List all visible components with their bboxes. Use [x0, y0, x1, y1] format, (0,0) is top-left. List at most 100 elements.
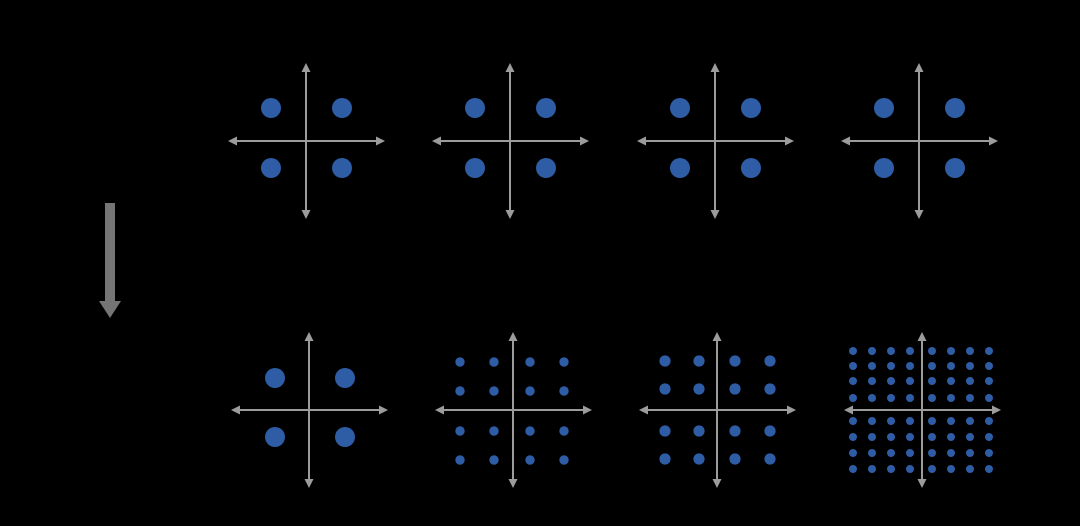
constellation-dot [693, 453, 705, 465]
axis-arrowhead-icon [712, 332, 722, 341]
constellation-dot [764, 355, 776, 367]
constellation-dot [947, 347, 955, 355]
constellation-dot [659, 383, 671, 395]
constellation-dot [849, 362, 857, 370]
constellation-dot [906, 377, 914, 385]
constellation-dot [536, 98, 556, 118]
constellation-dot [966, 465, 974, 473]
axis-arrowhead-icon [914, 63, 924, 72]
axis-arrowhead-icon [432, 136, 441, 146]
constellation-dot [659, 425, 671, 437]
constellation-dot [947, 465, 955, 473]
axis-arrowhead-icon [435, 405, 444, 415]
constellation-dot [741, 158, 761, 178]
axis-arrowhead-icon [639, 405, 648, 415]
constellation-dot [489, 357, 499, 367]
constellation-dot [525, 357, 535, 367]
constellation-dot [455, 357, 465, 367]
constellation-dot [887, 362, 895, 370]
constellation-panel-4pt [432, 63, 589, 219]
constellation-dot [849, 465, 857, 473]
axis-arrowhead-icon [637, 136, 646, 146]
constellation-dot [670, 158, 690, 178]
constellation-dot [335, 427, 355, 447]
axis-arrowhead-icon [844, 405, 853, 415]
constellation-dot [947, 433, 955, 441]
axis-arrowhead-icon [301, 63, 311, 72]
constellation-dot [887, 449, 895, 457]
constellation-dot [261, 158, 281, 178]
arrow-down-icon [99, 203, 121, 318]
constellation-dot [261, 98, 281, 118]
axis-arrowhead-icon [376, 136, 385, 146]
constellation-dot [906, 394, 914, 402]
constellation-dot [764, 453, 776, 465]
constellation-dot [928, 465, 936, 473]
constellation-dot [928, 377, 936, 385]
constellation-dot [868, 362, 876, 370]
constellation-dot [966, 347, 974, 355]
constellation-panel-4pt [231, 332, 388, 488]
constellation-dot [947, 449, 955, 457]
constellation-dot [868, 394, 876, 402]
axis-arrowhead-icon [917, 479, 927, 488]
constellation-dot [849, 433, 857, 441]
axis-arrowhead-icon [301, 210, 311, 219]
axis-arrowhead-icon [228, 136, 237, 146]
constellation-dot [659, 355, 671, 367]
constellation-dot [906, 417, 914, 425]
constellation-dot [559, 386, 569, 396]
constellation-dot [489, 426, 499, 436]
constellation-dot [947, 377, 955, 385]
constellation-dot [906, 362, 914, 370]
constellation-dot [945, 158, 965, 178]
constellation-panel-4pt [637, 63, 794, 219]
constellation-dot [489, 455, 499, 465]
constellation-dot [966, 433, 974, 441]
axis-arrowhead-icon [841, 136, 850, 146]
constellation-dot [741, 98, 761, 118]
constellation-dot [928, 417, 936, 425]
constellation-dot [928, 347, 936, 355]
axis-arrowhead-icon [580, 136, 589, 146]
constellation-dot [947, 362, 955, 370]
axis-arrowhead-icon [508, 332, 518, 341]
constellation-dot [729, 355, 741, 367]
constellation-dot [455, 386, 465, 396]
constellation-dot [849, 347, 857, 355]
axis-arrowhead-icon [583, 405, 592, 415]
axis-arrowhead-icon [505, 63, 515, 72]
constellation-dot [928, 433, 936, 441]
constellation-dot [985, 394, 993, 402]
constellation-dot [849, 377, 857, 385]
constellation-dot [849, 394, 857, 402]
constellation-dot [525, 455, 535, 465]
axis-arrowhead-icon [508, 479, 518, 488]
constellation-dot [559, 426, 569, 436]
axis-arrowhead-icon [304, 479, 314, 488]
constellation-dot [887, 394, 895, 402]
constellation-dot [887, 347, 895, 355]
constellation-dot [906, 347, 914, 355]
constellation-dot [928, 394, 936, 402]
constellation-dot [489, 386, 499, 396]
constellation-dot [874, 158, 894, 178]
axis-arrowhead-icon [992, 405, 1001, 415]
constellation-dot [887, 433, 895, 441]
constellation-dot [868, 465, 876, 473]
constellation-dot [985, 417, 993, 425]
axis-arrowhead-icon [785, 136, 794, 146]
constellation-dot [966, 377, 974, 385]
axis-arrowhead-icon [917, 332, 927, 341]
constellation-dot [693, 425, 705, 437]
axis-arrowhead-icon [787, 405, 796, 415]
constellation-dot [887, 377, 895, 385]
axis-arrowhead-icon [505, 210, 515, 219]
constellation-dot [849, 449, 857, 457]
constellation-dot [966, 394, 974, 402]
constellation-dot [693, 383, 705, 395]
constellation-dot [906, 433, 914, 441]
constellation-panel-4pt [228, 63, 385, 219]
